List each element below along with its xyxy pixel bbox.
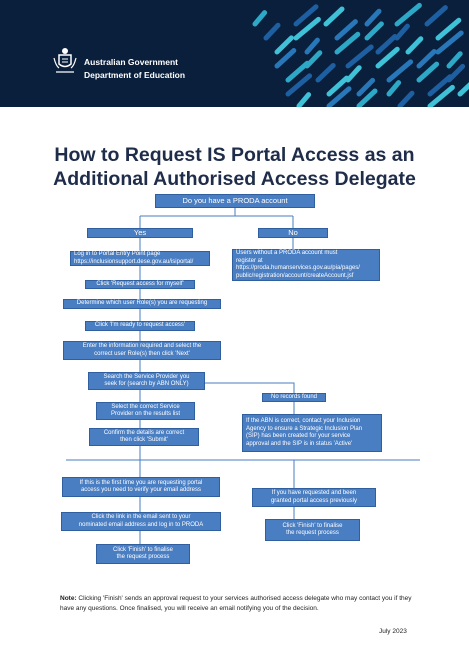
- stripe-15: [375, 34, 398, 55]
- stripe-24: [285, 60, 310, 83]
- stripe-0: [252, 10, 268, 27]
- abn-correct-box: If the ABN is correct, contact your Incl…: [242, 414, 382, 452]
- proda-question-box: Do you have a PRODA account: [155, 194, 315, 208]
- finish-right-box: Click 'Finish' to finalise the request p…: [265, 519, 360, 541]
- decorative-stripes: [252, 2, 469, 107]
- stripe-30: [285, 73, 313, 97]
- coat-of-arms-icon: [53, 48, 77, 73]
- search-service-provider-box: Search the Service Provider you seek for…: [88, 372, 205, 390]
- stripe-17: [435, 30, 464, 55]
- publication-date: July 2023: [379, 628, 407, 635]
- stripe-6: [263, 22, 281, 41]
- ready-request-box: Click 'I'm ready to request access': [85, 321, 195, 331]
- stripe-27: [386, 59, 414, 83]
- no-records-box: No records found: [262, 393, 326, 402]
- stripe-21: [375, 46, 400, 69]
- stripe-14: [334, 31, 361, 55]
- stripe-16: [405, 36, 424, 55]
- stripe-5: [424, 5, 448, 27]
- stripe-9: [364, 21, 384, 41]
- stripe-31: [326, 75, 350, 97]
- stripe-13: [304, 37, 320, 55]
- note-text: Clicking 'Finish' sends an approval requ…: [60, 595, 412, 612]
- stripe-33: [386, 80, 402, 97]
- stripe-36: [296, 92, 312, 107]
- confirm-submit-box: Confirm the details are correct then cli…: [89, 428, 199, 446]
- page-title: How to Request IS Portal Access as an Ad…: [0, 143, 469, 191]
- finish-left-box: Click 'Finish' to finalise the request p…: [96, 544, 190, 564]
- header-banner: Australian Government Department of Educ…: [0, 0, 469, 107]
- request-myself-box: Click 'Request access for myself': [85, 280, 195, 289]
- register-proda-box: Users without a PRODA account must regis…: [232, 249, 380, 281]
- stripe-28: [416, 61, 440, 83]
- department-name: Department of Education: [84, 70, 186, 80]
- stripe-7: [293, 16, 321, 41]
- note-label: Note:: [60, 595, 77, 602]
- stripe-18: [274, 48, 297, 69]
- yes-box: Yes: [87, 228, 193, 238]
- stripe-38: [356, 88, 378, 107]
- stripe-40: [427, 84, 455, 107]
- stripe-20: [345, 44, 374, 69]
- stripe-8: [334, 19, 358, 41]
- stripe-22: [416, 48, 437, 69]
- stripe-25: [315, 62, 336, 83]
- determine-role-box: Determine which user Role(s) you are req…: [63, 299, 221, 309]
- login-box: Log in to Portal Entry Point page https:…: [70, 251, 210, 266]
- stripe-34: [427, 74, 453, 97]
- stripe-10: [394, 23, 410, 41]
- select-provider-box: Select the correct Service Provider on t…: [96, 402, 195, 420]
- stripe-3: [364, 8, 382, 27]
- title-line-1: How to Request IS Portal Access as an: [54, 144, 415, 166]
- stripe-35: [457, 82, 469, 97]
- title-line-2: Additional Authorised Access Delegate: [53, 168, 416, 190]
- no-box: No: [258, 228, 328, 238]
- stripe-32: [356, 77, 376, 97]
- stripe-37: [326, 86, 352, 107]
- stripe-26: [345, 65, 362, 83]
- stripe-39: [397, 90, 415, 107]
- government-name: Australian Government: [84, 57, 178, 67]
- footer-note: Note: Clicking 'Finish' sends an approva…: [60, 594, 420, 614]
- stripe-1: [293, 4, 319, 27]
- first-time-box: If this is the first time you are reques…: [62, 477, 220, 497]
- enter-information-box: Enter the information required and selec…: [63, 341, 221, 360]
- stripe-23: [446, 51, 463, 69]
- stripe-11: [435, 17, 462, 41]
- stripe-2: [323, 6, 345, 27]
- stripe-12: [274, 35, 294, 55]
- click-email-link-box: Click the link in the email sent to your…: [61, 512, 221, 531]
- stripe-4: [394, 2, 422, 27]
- requested-before-box: If you have requested and been granted p…: [252, 488, 376, 507]
